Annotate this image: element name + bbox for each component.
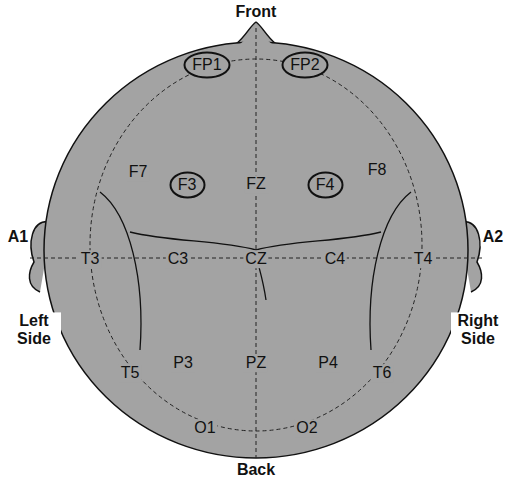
circled-electrode: FP1: [183, 51, 231, 79]
electrode-label: F3: [178, 176, 197, 194]
electrode-label: T5: [119, 364, 142, 382]
electrode-label: FP1: [192, 56, 221, 74]
side-label: Right Side: [451, 312, 505, 347]
midline: [256, 28, 257, 458]
electrode-label: P4: [316, 354, 340, 372]
circled-electrode: FP2: [281, 51, 329, 79]
side-label: Left Side: [7, 312, 61, 347]
inner-circle: [90, 59, 422, 431]
nose-fill: [240, 24, 272, 44]
electrode-label: T3: [79, 250, 102, 268]
electrode-label: F8: [366, 161, 389, 179]
direction-label: Front: [234, 3, 279, 21]
left-contour: [100, 192, 141, 350]
electrode-label: C3: [166, 250, 190, 268]
direction-label: Back: [235, 461, 277, 479]
electrode-label: FZ: [244, 175, 268, 193]
central-contour: [130, 232, 381, 250]
circled-electrode: F3: [169, 171, 206, 199]
electrode-label: C4: [323, 250, 347, 268]
electrode-label: P3: [171, 354, 195, 372]
ear-label: A1: [6, 228, 30, 246]
ear-label: A2: [481, 228, 505, 246]
circled-electrode: F4: [307, 171, 344, 199]
electrode-label: O2: [294, 419, 319, 437]
electrode-label: T4: [412, 250, 435, 268]
electrode-label: FP2: [290, 56, 319, 74]
electrode-label: O1: [192, 419, 217, 437]
nose: [236, 22, 276, 44]
right-contour: [370, 192, 411, 350]
electrode-label: CZ: [243, 250, 268, 268]
electrode-label: F7: [127, 163, 150, 181]
electrode-label: T6: [371, 364, 394, 382]
electrode-label: F4: [316, 176, 335, 194]
electrode-label: PZ: [244, 354, 268, 372]
